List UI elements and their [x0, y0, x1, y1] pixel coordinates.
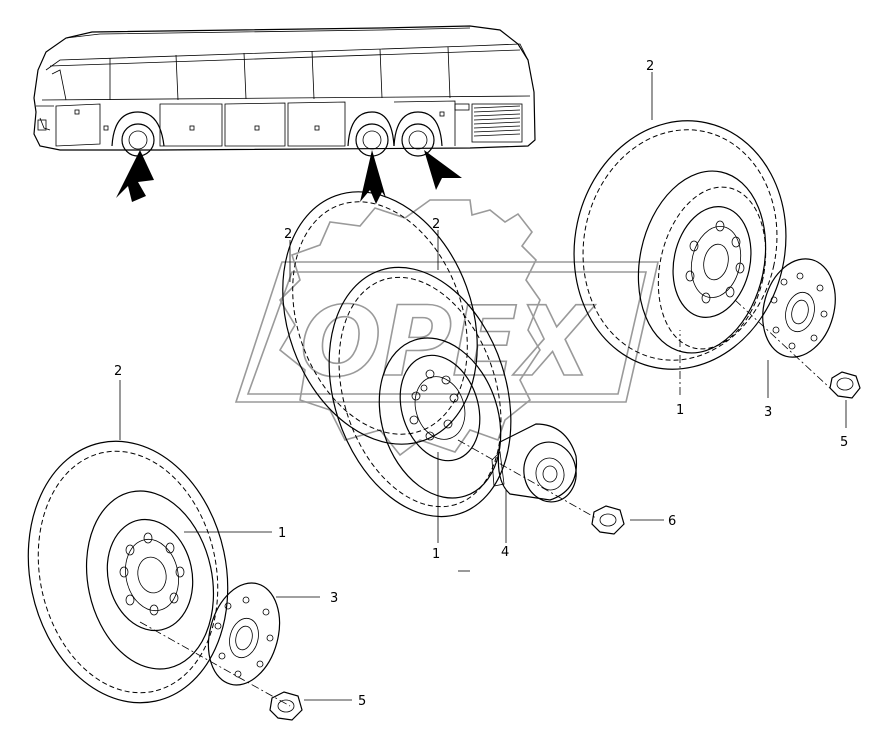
nut-middle [591, 505, 625, 535]
callout-middle-adapter: 4 [501, 545, 509, 560]
callout-middle-wheel: 1 [432, 547, 440, 562]
middle-wheel-assembly [282, 191, 664, 572]
watermark-frame [234, 261, 660, 403]
nut-left [269, 691, 303, 721]
callouts: 2 1 3 5 2 2 1 4 6 2 1 3 5 [114, 59, 848, 709]
arrow-rear-axle-icon [424, 150, 462, 190]
arrow-front-axle-icon [116, 150, 154, 202]
callout-middle-tire-outer: 2 [284, 227, 292, 242]
hubcap-left [207, 582, 281, 686]
callout-left-tire: 2 [114, 364, 122, 379]
callout-left-nut: 5 [358, 694, 366, 709]
left-wheel-assembly [27, 380, 352, 721]
watermark-gear-icon [278, 199, 541, 457]
watermark: OPEX [234, 199, 660, 457]
arrow-middle-axle-icon [360, 150, 386, 204]
callout-middle-nut: 6 [668, 514, 676, 529]
callout-top-right-tire: 2 [646, 59, 654, 74]
callout-top-right-hubcap: 3 [764, 405, 772, 420]
callout-left-hubcap: 3 [330, 591, 338, 606]
wheel-adapter [491, 423, 578, 503]
callout-top-right-nut: 5 [840, 435, 848, 450]
callout-left-wheel: 1 [278, 526, 286, 541]
top-right-wheel-assembly [573, 72, 861, 428]
nut-top-right [829, 371, 861, 399]
callout-top-right-wheel: 1 [676, 403, 684, 418]
callout-middle-tire-inner: 2 [432, 217, 440, 232]
bus-overview [33, 25, 536, 204]
hubcap-top-right [762, 258, 836, 358]
